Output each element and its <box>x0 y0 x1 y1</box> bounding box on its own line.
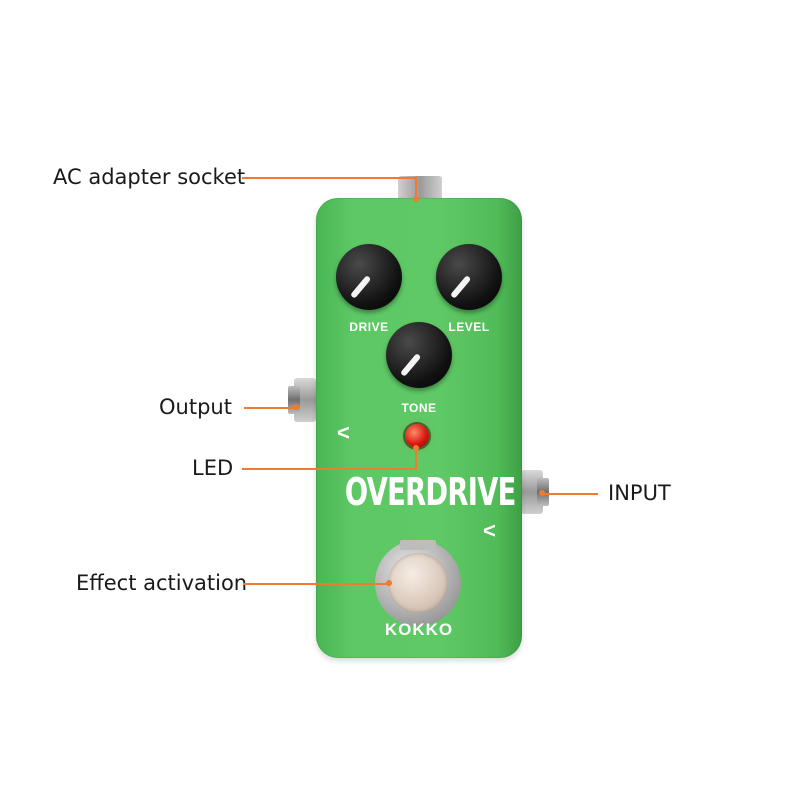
tone-knob <box>386 322 452 388</box>
footswitch <box>388 553 448 613</box>
leader-line-effect <box>243 583 389 585</box>
label-input: INPUT <box>608 481 671 505</box>
leader-line-ac-adapter-drop <box>415 177 417 199</box>
leader-line-led-rise <box>415 448 417 469</box>
drive-knob-label: DRIVE <box>349 320 389 334</box>
label-ac-adapter-socket: AC adapter socket <box>53 165 246 189</box>
leader-line-output <box>244 407 296 409</box>
leader-dot-ac-adapter <box>413 196 419 202</box>
ac-adapter-socket <box>398 176 442 200</box>
label-led: LED <box>192 456 234 480</box>
leader-line-ac-adapter <box>242 177 416 179</box>
leader-dot-input <box>539 490 545 496</box>
pedal-title: OVERDRIVE <box>344 470 517 514</box>
brand-logo: KOKKO <box>384 620 454 639</box>
drive-knob <box>336 244 402 310</box>
level-knob-label: LEVEL <box>448 320 490 334</box>
level-knob <box>436 244 502 310</box>
label-output: Output <box>159 395 232 419</box>
label-effect-activation: Effect activation <box>76 571 248 595</box>
tone-knob-label: TONE <box>401 401 437 415</box>
input-arrow-icon: < <box>483 518 496 543</box>
leader-dot-effect <box>386 580 392 586</box>
knob-pointer <box>349 275 372 299</box>
leader-dot-led <box>413 445 419 451</box>
knob-pointer <box>449 275 472 299</box>
footswitch-nut <box>400 540 436 550</box>
knob-pointer <box>399 353 422 377</box>
leader-line-input <box>542 493 598 495</box>
led-indicator <box>405 424 429 448</box>
output-jack <box>288 378 316 422</box>
leader-dot-output <box>293 404 299 410</box>
leader-line-led <box>242 468 417 470</box>
output-arrow-icon: < <box>337 420 350 445</box>
